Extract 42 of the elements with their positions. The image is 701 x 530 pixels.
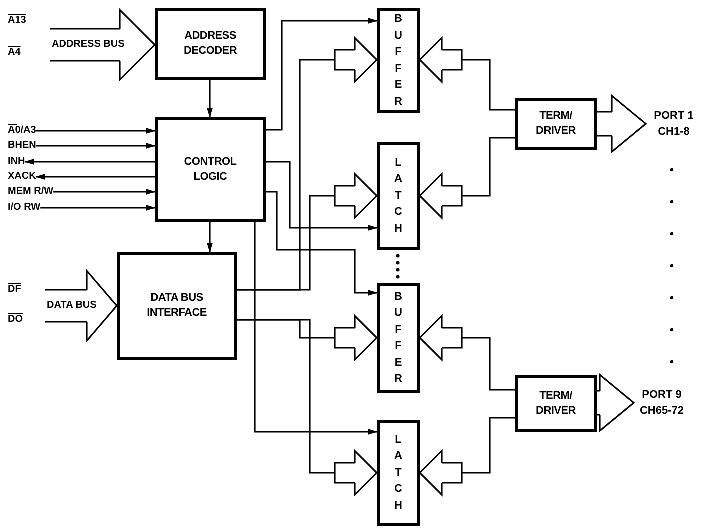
arrow — [254, 222, 378, 435]
arrow — [207, 80, 213, 118]
block-label: ADDRESS DECODER — [182, 29, 238, 59]
arrow — [36, 143, 156, 149]
block-box — [117, 252, 237, 360]
arrow — [266, 191, 378, 296]
register-box — [377, 420, 420, 526]
register-label: LATCH — [394, 432, 404, 514]
register-box — [377, 283, 420, 393]
arrow — [266, 18, 378, 131]
arrow — [40, 205, 156, 211]
block-label: TERM/ DRIVER — [535, 109, 577, 139]
signal-label: MEM R/W — [8, 185, 54, 199]
signal-label: I/O RW — [8, 201, 41, 215]
register-label: BUFFER — [394, 12, 404, 110]
signal-label: A13 — [8, 14, 26, 27]
signal-label: A4 — [8, 46, 21, 59]
arrow — [35, 174, 155, 180]
arrow — [24, 159, 155, 165]
arrow — [36, 128, 156, 134]
block-label: DATA BUS INTERFACE — [146, 291, 208, 321]
port-label: PORT 9 CH65-72 — [634, 387, 690, 419]
block-box — [155, 117, 266, 222]
signal-label: DO — [8, 313, 23, 326]
port-label: PORT 1 CH1-8 — [646, 108, 701, 140]
signal-label: XACK — [8, 170, 36, 184]
block-box — [155, 8, 266, 80]
register-box — [377, 142, 420, 250]
arrow — [54, 189, 156, 195]
block-box — [515, 375, 597, 432]
register-label: BUFFER — [394, 290, 404, 387]
block-box — [515, 98, 597, 150]
signal-label: INH — [8, 155, 26, 169]
signal-label: DF — [8, 283, 22, 296]
signal-label: A0/A3 — [8, 124, 36, 138]
block-label: CONTROL LOGIC — [183, 154, 238, 184]
arrow — [266, 161, 378, 231]
register-label: LATCH — [394, 156, 404, 237]
register-box — [377, 8, 420, 113]
block-label: TERM/ DRIVER — [535, 388, 577, 418]
arrow — [207, 222, 213, 253]
signal-label: BHEN — [8, 139, 36, 153]
